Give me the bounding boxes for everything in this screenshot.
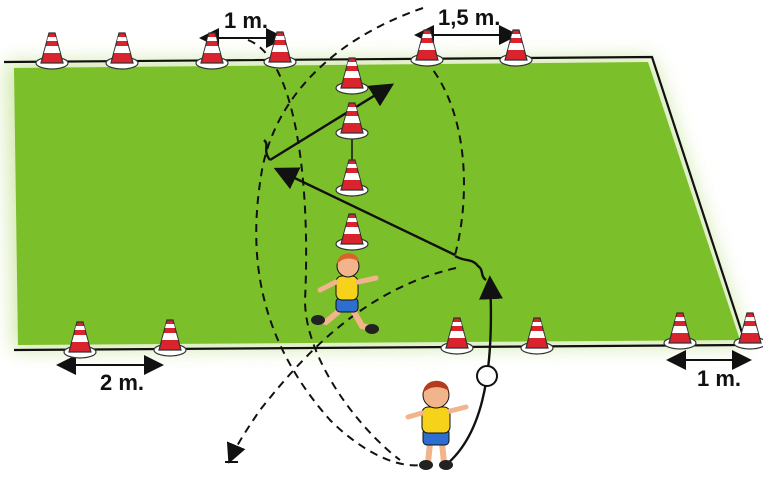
dashed-paths <box>226 7 465 467</box>
cone-icon <box>35 32 69 70</box>
child-with-ball-figure <box>405 380 469 470</box>
ball-icon <box>476 365 498 387</box>
label-top-left-distance: 1 m. <box>224 8 268 33</box>
cone-icon <box>105 32 139 70</box>
dimension-arrows <box>56 25 752 463</box>
field <box>6 58 746 350</box>
running-child-figure <box>311 253 379 334</box>
solid-paths <box>263 83 503 469</box>
label-bottom-left-distance: 2 m. <box>100 370 144 395</box>
label-top-right-distance: 1,5 m. <box>438 5 500 30</box>
label-bottom-right-distance: 1 m. <box>697 366 741 391</box>
